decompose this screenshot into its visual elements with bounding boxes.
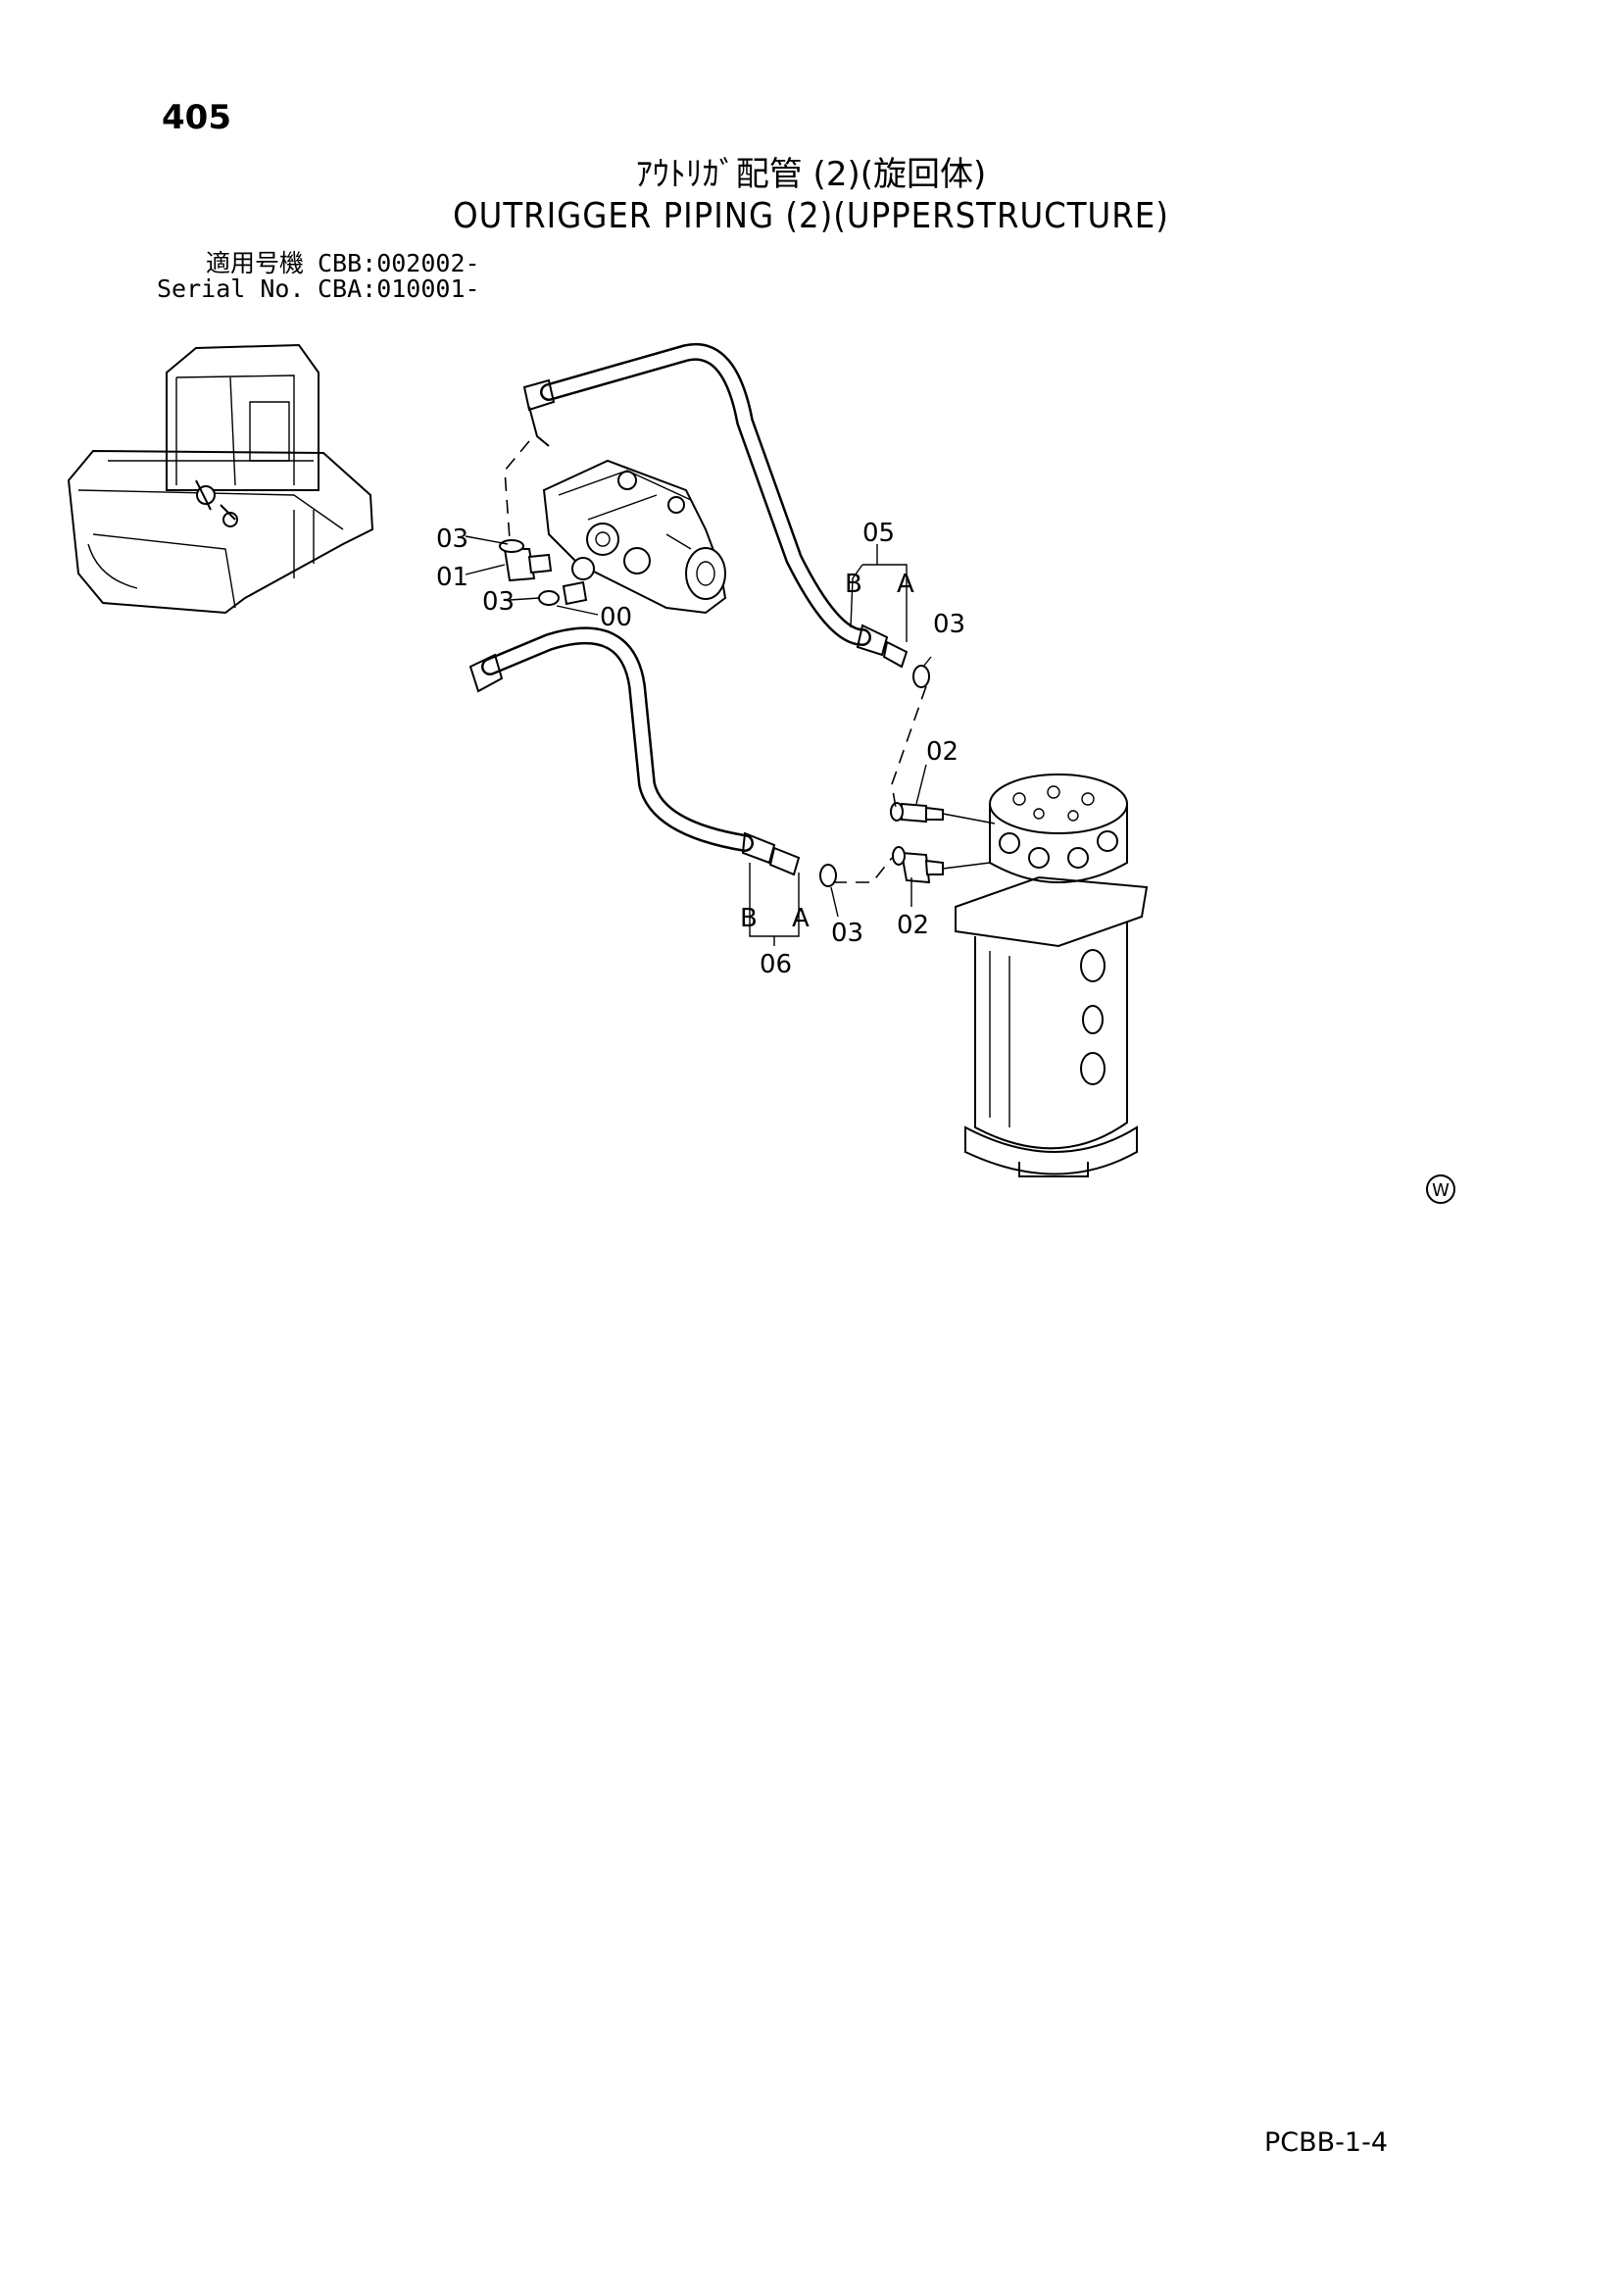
page-number: 405 — [162, 98, 231, 137]
callout-01: 01 — [436, 563, 468, 592]
footer-code: PCBB-1-4 — [1264, 2127, 1389, 2158]
callout-03-c: 03 — [933, 610, 965, 639]
serial-label-en: Serial No. — [157, 275, 305, 303]
callout-02-b: 02 — [897, 911, 929, 940]
title-japanese: ｱｳﾄﾘｶﾞ配管 (2)(旋回体) — [635, 155, 987, 194]
callout-05-b: B — [845, 570, 862, 599]
serial-label-jp: 適用号機 — [205, 249, 304, 277]
w-mark-letter: W — [1432, 1180, 1450, 1201]
hose-06 — [468, 626, 801, 876]
serial-value-en: CBA:010001- — [318, 275, 480, 303]
callout-02-a: 02 — [926, 737, 958, 767]
fittings-02 — [890, 802, 996, 884]
leader-lines — [465, 535, 932, 946]
callout-03-a: 03 — [436, 524, 468, 554]
serial-value-jp: CBB:002002- — [318, 249, 480, 277]
serial-block: 適用号機 CBB:002002- Serial No. CBA:010001- — [157, 251, 480, 302]
callout-06-a: A — [792, 904, 810, 933]
callout-05: 05 — [862, 519, 895, 548]
callout-05-a: A — [897, 570, 914, 599]
callout-00: 00 — [600, 603, 632, 632]
dashed-connections — [504, 440, 927, 883]
callout-03-b: 03 — [482, 587, 515, 617]
o-ring-03-lower — [819, 864, 837, 887]
hose-05 — [522, 342, 909, 669]
center-joint — [955, 774, 1149, 1177]
callout-06-b: B — [740, 904, 758, 933]
callout-06: 06 — [760, 950, 792, 979]
valve-block — [542, 459, 727, 615]
title-english: OUTRIGGER PIPING (2)(UPPERSTRUCTURE) — [453, 196, 1169, 236]
o-ring-03-upper — [912, 665, 930, 688]
callout-03-d: 03 — [831, 919, 863, 948]
circled-w-mark: W — [1426, 1174, 1455, 1204]
excavator-thumbnail — [67, 343, 374, 615]
